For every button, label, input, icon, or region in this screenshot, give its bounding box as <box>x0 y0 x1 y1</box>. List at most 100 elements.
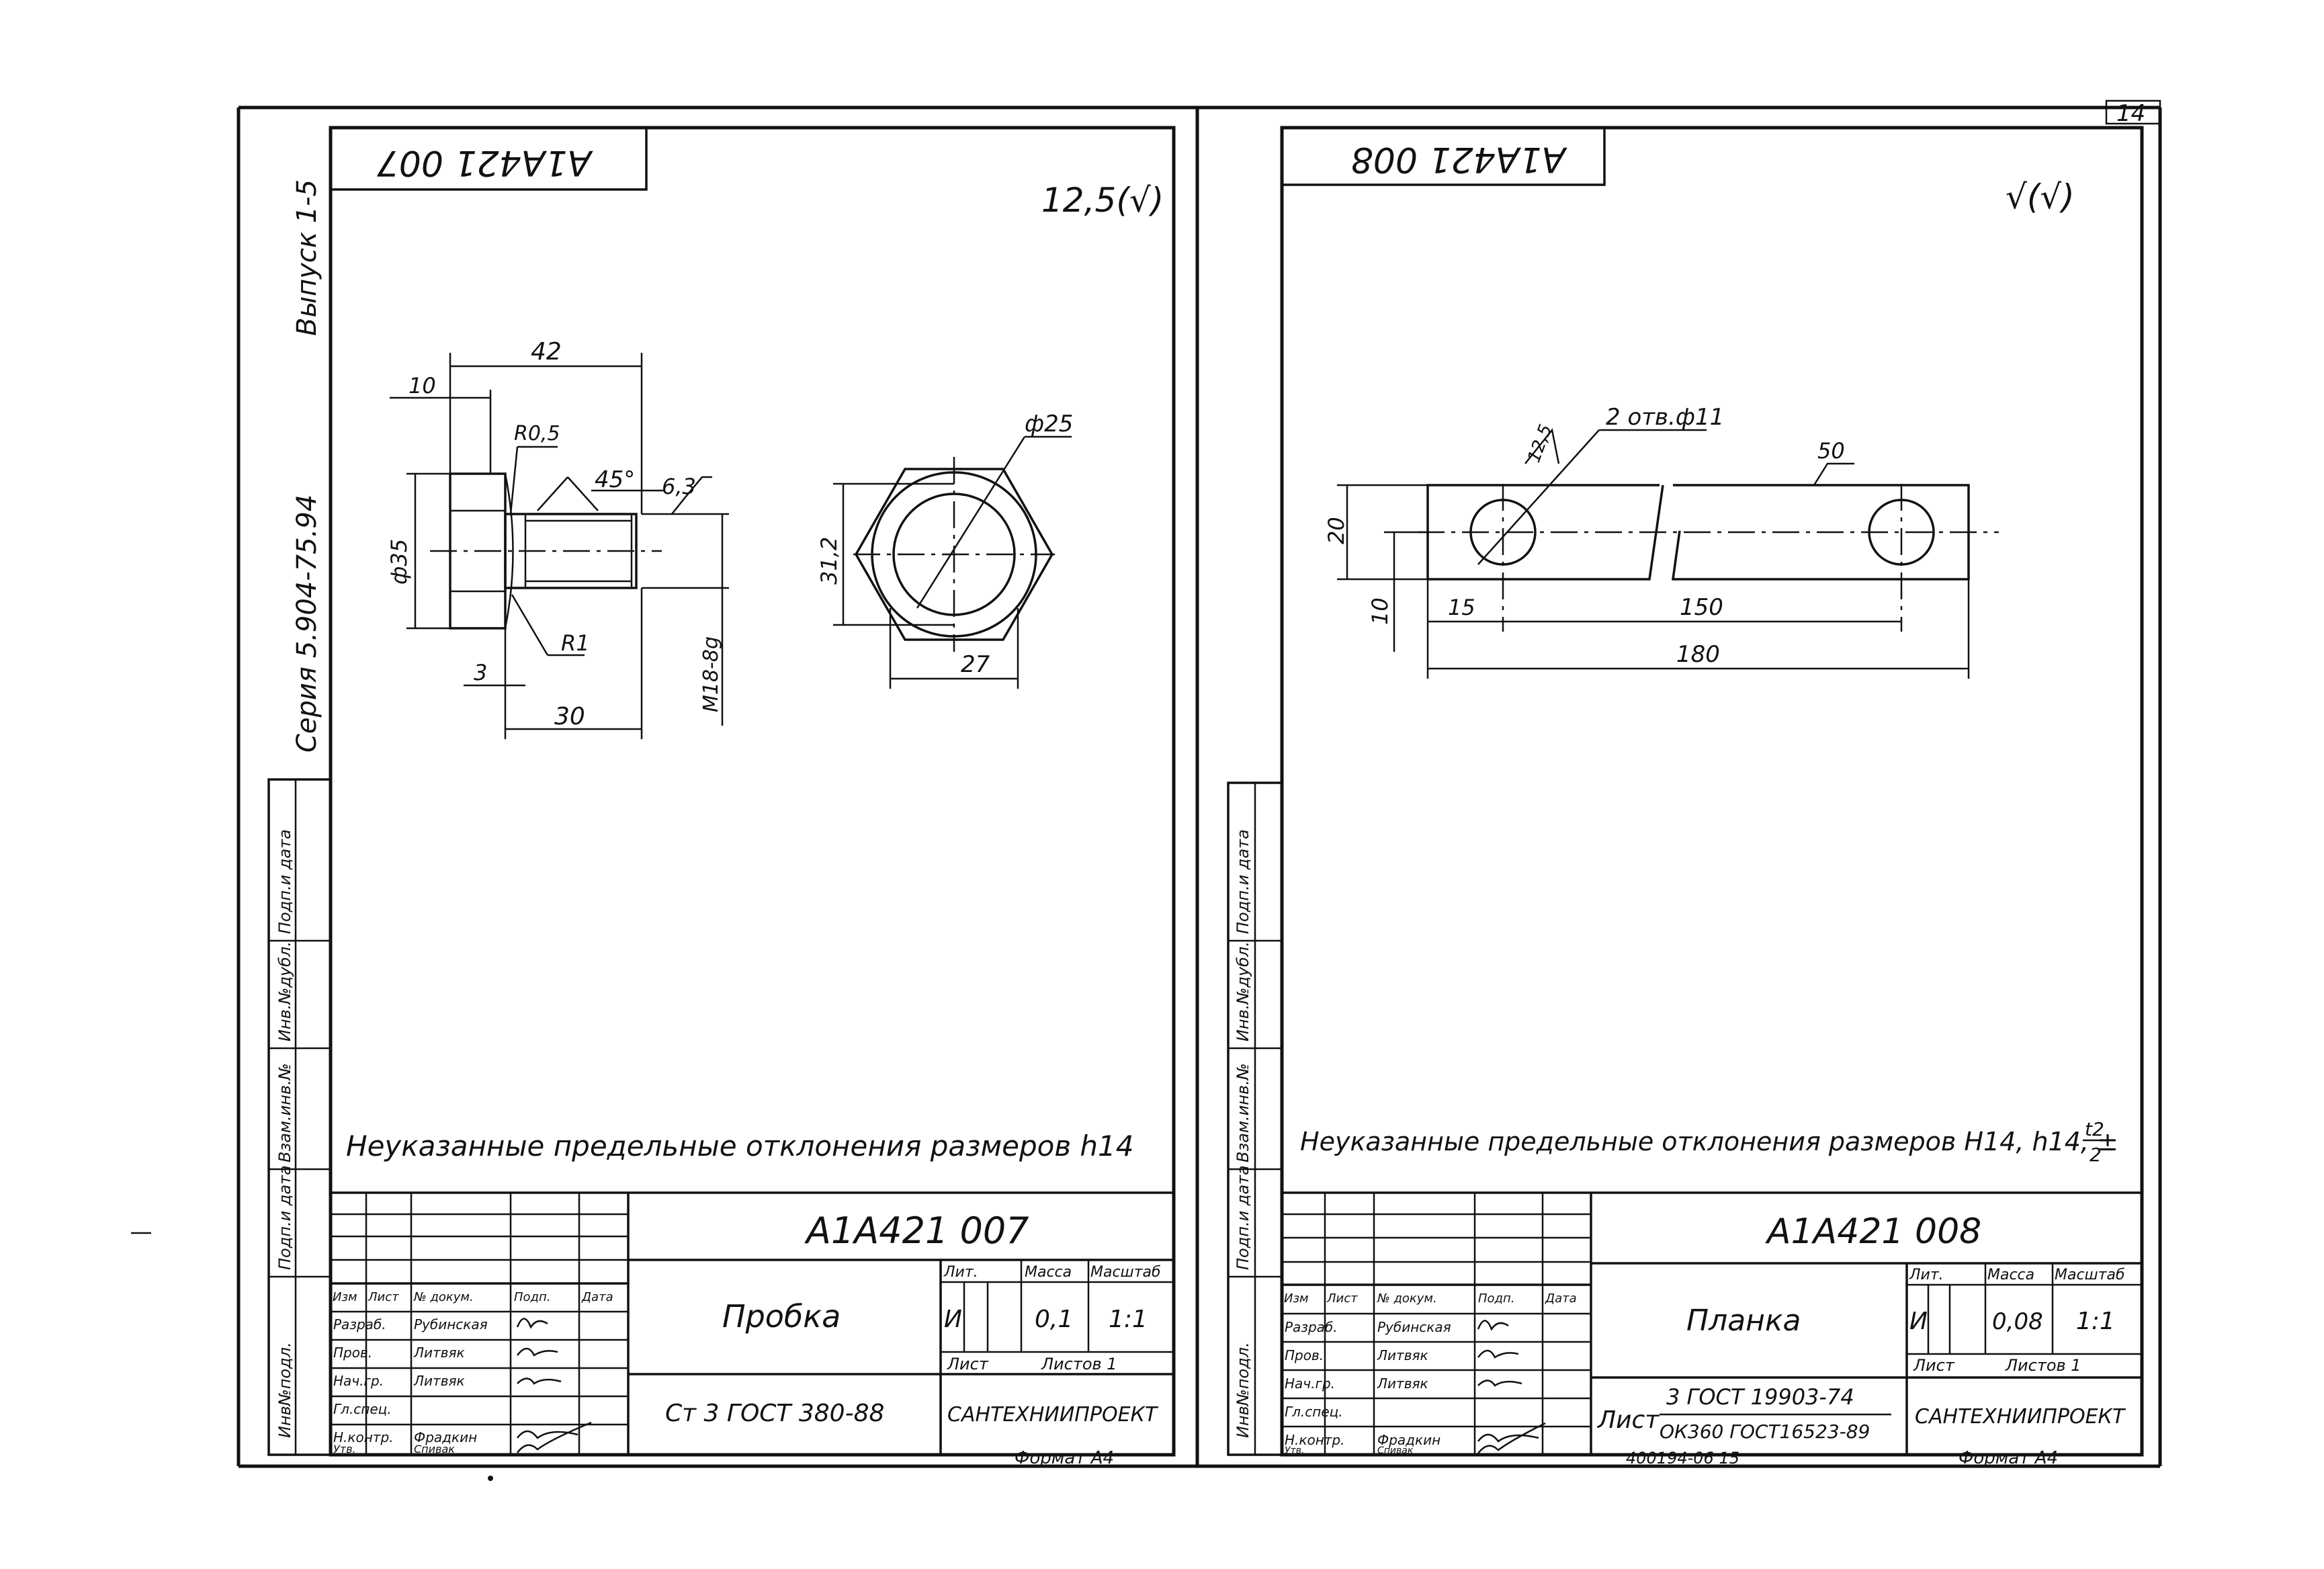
left-signer-5: Фрадкин <box>414 1429 477 1445</box>
left-tolerance-note: Неуказанные предельные отклонения размер… <box>346 1130 1134 1162</box>
left-lit-label: Лит. <box>943 1264 978 1281</box>
plug-side-view <box>390 353 729 739</box>
right-col-head-5: Дата <box>1545 1291 1577 1306</box>
dim-rough50: 50 <box>1817 438 1845 464</box>
left-organization: САНТЕХНИИПРОЕКТ <box>947 1403 1159 1427</box>
right-signer-3: Литвяк <box>1377 1375 1428 1392</box>
sheet-number: 14 <box>2116 100 2145 127</box>
right-mass: 0,08 <box>1992 1308 2043 1335</box>
right-scale-label: Масштаб <box>2055 1267 2125 1283</box>
side-stamp-3-left: Взам.инв.№ <box>275 1063 294 1162</box>
left-scale-label: Масштаб <box>1090 1264 1161 1281</box>
left-designation: А1А421 007 <box>804 1210 1029 1252</box>
dim-30: 30 <box>554 703 585 730</box>
right-role-2: Пров. <box>1285 1347 1324 1363</box>
side-stamp-5-left: Подп.и дата <box>275 829 294 934</box>
left-roughness-mark: 12,5(√) <box>1041 181 1164 220</box>
right-signer-2: Литвяк <box>1377 1347 1428 1363</box>
right-lit-label: Лит. <box>1909 1267 1944 1283</box>
left-role-1: Разраб. <box>333 1316 386 1332</box>
right-material-top: 3 ГОСТ 19903-74 <box>1666 1384 1854 1410</box>
left-signatures <box>516 1318 592 1453</box>
dim-rough125: 12,5 <box>1524 422 1556 466</box>
left-scale: 1:1 <box>1109 1306 1148 1333</box>
left-role-4: Гл.спец. <box>333 1401 392 1417</box>
right-sheet-label: Лист <box>1913 1356 1955 1375</box>
side-stamp-1-left: Инв№подл. <box>275 1342 294 1438</box>
dim-r05: R0,5 <box>514 422 560 446</box>
left-sheet-label: Лист <box>947 1355 989 1373</box>
right-material-prefix: Лист <box>1596 1406 1660 1434</box>
dim-3: 3 <box>474 660 487 685</box>
right-signer-1: Рубинская <box>1377 1319 1451 1335</box>
right-organization: САНТЕХНИИПРОЕКТ <box>1915 1405 2126 1429</box>
right-col-head-2: Лист <box>1326 1291 1358 1306</box>
dim-312: 31,2 <box>816 537 842 585</box>
left-col-head-3: № докум. <box>413 1290 474 1304</box>
left-signer-3: Литвяк <box>413 1373 465 1389</box>
dim-45: 45° <box>595 466 635 493</box>
issue-label: Выпуск 1-5 <box>292 179 322 336</box>
left-col-head-2: Лист <box>368 1290 399 1304</box>
right-side-stamp <box>1227 781 1283 1456</box>
dim-r1: R1 <box>561 630 590 656</box>
dim-thread: М18-8g <box>699 636 723 712</box>
right-material-bottom: ОК360 ГОСТ16523-89 <box>1660 1420 1870 1443</box>
right-note-frac-top: t2 <box>2085 1118 2104 1140</box>
right-note-frac-bottom: 2 <box>2090 1144 2102 1166</box>
right-role-6: Утв. <box>1285 1445 1304 1456</box>
left-title-block <box>329 1191 1175 1456</box>
series-label: Серия 5.904-75.94 <box>292 495 322 753</box>
left-mass: 0,1 <box>1035 1306 1073 1333</box>
left-role-2: Пров. <box>333 1345 372 1361</box>
right-frame <box>1280 126 2144 1457</box>
right-scale: 1:1 <box>2076 1308 2115 1335</box>
right-role-3: Нач.гр. <box>1285 1375 1335 1392</box>
side-stamp-4-right: Инв.№дубл. <box>1234 941 1252 1042</box>
dim-10-right: 10 <box>1367 597 1393 625</box>
left-format: Формат А4 <box>1015 1448 1114 1468</box>
side-stamp-2-right: Подп.и дата <box>1234 1165 1252 1270</box>
left-role-3: Нач.гр. <box>333 1373 384 1389</box>
right-signer-5: Фрадкин <box>1377 1432 1440 1448</box>
left-lit: И <box>944 1306 962 1333</box>
left-part-name: Пробка <box>722 1298 841 1334</box>
right-footer-code: 400194-06 15 <box>1626 1449 1739 1468</box>
side-stamp-3-right: Взам.инв.№ <box>1234 1063 1252 1162</box>
left-side-stamp <box>267 778 332 1456</box>
left-role-6: Утв. <box>333 1443 356 1455</box>
right-roughness-mark: √(√) <box>2006 177 2075 216</box>
left-frame <box>329 126 1176 1457</box>
dim-42: 42 <box>531 338 562 366</box>
right-role-1: Разраб. <box>1285 1319 1338 1335</box>
right-sheets-label: Листов 1 <box>2005 1356 2081 1375</box>
right-signer-6: Спивак <box>1377 1445 1414 1456</box>
left-corner-code: А1А421 007 <box>377 142 593 183</box>
right-lit: И <box>1909 1308 1928 1335</box>
side-stamp-5-right: Подп.и дата <box>1234 829 1252 934</box>
left-col-head-4: Подп. <box>514 1290 550 1304</box>
dim-d35: ф35 <box>386 539 412 585</box>
left-sheets-label: Листов 1 <box>1041 1355 1117 1373</box>
right-designation: А1А421 008 <box>1765 1212 1981 1252</box>
dim-63: 6,3 <box>662 474 696 499</box>
right-col-head-3: № докум. <box>1377 1291 1437 1306</box>
right-part-name: Планка <box>1686 1304 1801 1338</box>
left-col-head-1: Изм <box>333 1290 357 1304</box>
dim-20: 20 <box>1324 517 1349 544</box>
plate-view <box>1337 428 1999 679</box>
right-format: Формат А4 <box>1959 1448 2058 1468</box>
dim-holes: 2 отв.ф11 <box>1606 404 1724 431</box>
dim-27: 27 <box>961 651 990 678</box>
right-role-4: Гл.спец. <box>1285 1404 1343 1420</box>
dim-180: 180 <box>1676 641 1720 668</box>
right-role-5: Н.контр. <box>1285 1432 1345 1448</box>
left-role-5: Н.контр. <box>333 1429 394 1445</box>
left-material: Ст 3 ГОСТ 380-88 <box>665 1400 884 1427</box>
left-signer-2: Литвяк <box>413 1345 465 1361</box>
left-mass-label: Масса <box>1025 1264 1072 1281</box>
right-col-head-1: Изм <box>1284 1291 1309 1306</box>
dim-15: 15 <box>1448 595 1475 620</box>
right-mass-label: Масса <box>1987 1267 2034 1283</box>
